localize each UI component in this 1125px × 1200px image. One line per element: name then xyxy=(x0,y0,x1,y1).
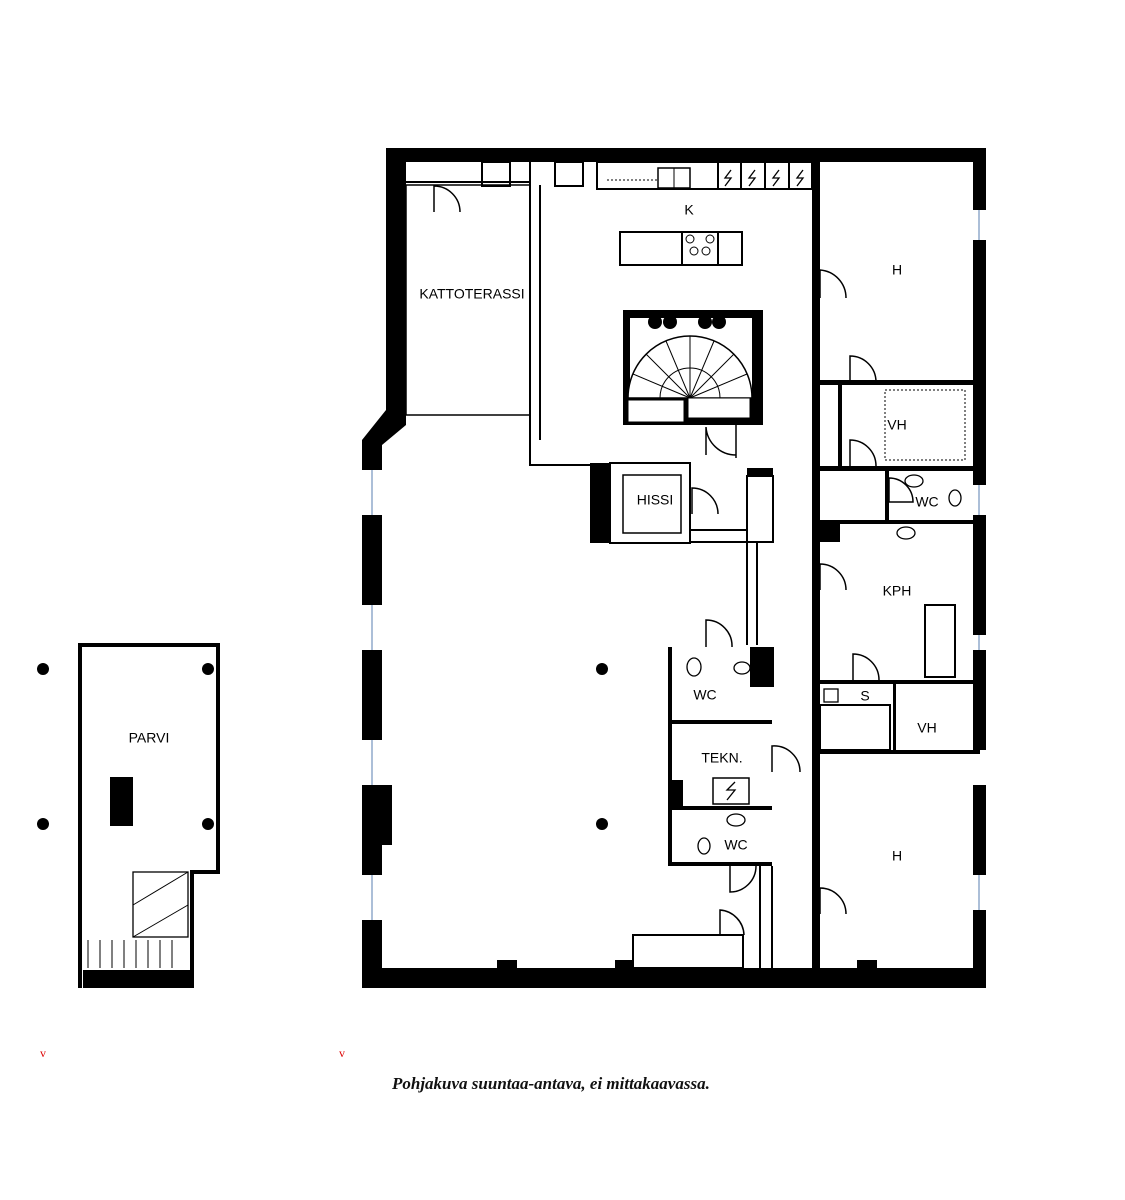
room-labels: K KATTOTERASSI HISSI H VH WC KPH S VH H … xyxy=(129,202,939,864)
windows xyxy=(371,210,980,920)
room-label-parvi: PARVI xyxy=(129,730,170,746)
room-label-wc-left-lower: WC xyxy=(724,837,747,853)
marker-right: v xyxy=(339,1046,345,1060)
marker-left: v xyxy=(40,1046,46,1060)
room-label-h-top: H xyxy=(892,262,902,278)
room-label-wc-right: WC xyxy=(915,494,938,510)
spiral-stair xyxy=(627,315,753,423)
room-label-h-bottom: H xyxy=(892,848,902,864)
room-label-tekn: TEKN. xyxy=(701,750,742,766)
room-label-kattoterassi: KATTOTERASSI xyxy=(419,286,524,302)
caption: Pohjakuva suuntaa-antava, ei mittakaavas… xyxy=(392,1074,710,1093)
room-label-k: K xyxy=(684,202,694,218)
room-label-hissi: HISSI xyxy=(637,492,674,508)
room-label-vh-bottom: VH xyxy=(917,720,936,736)
room-label-s: S xyxy=(860,688,869,704)
doors xyxy=(433,185,914,936)
interior-lines xyxy=(405,161,966,969)
columns xyxy=(37,663,608,830)
room-label-kph: KPH xyxy=(883,583,912,599)
loft-plan xyxy=(78,643,220,988)
room-label-vh-top: VH xyxy=(887,417,906,433)
fixtures xyxy=(686,474,962,855)
room-label-wc-left-upper: WC xyxy=(693,687,716,703)
